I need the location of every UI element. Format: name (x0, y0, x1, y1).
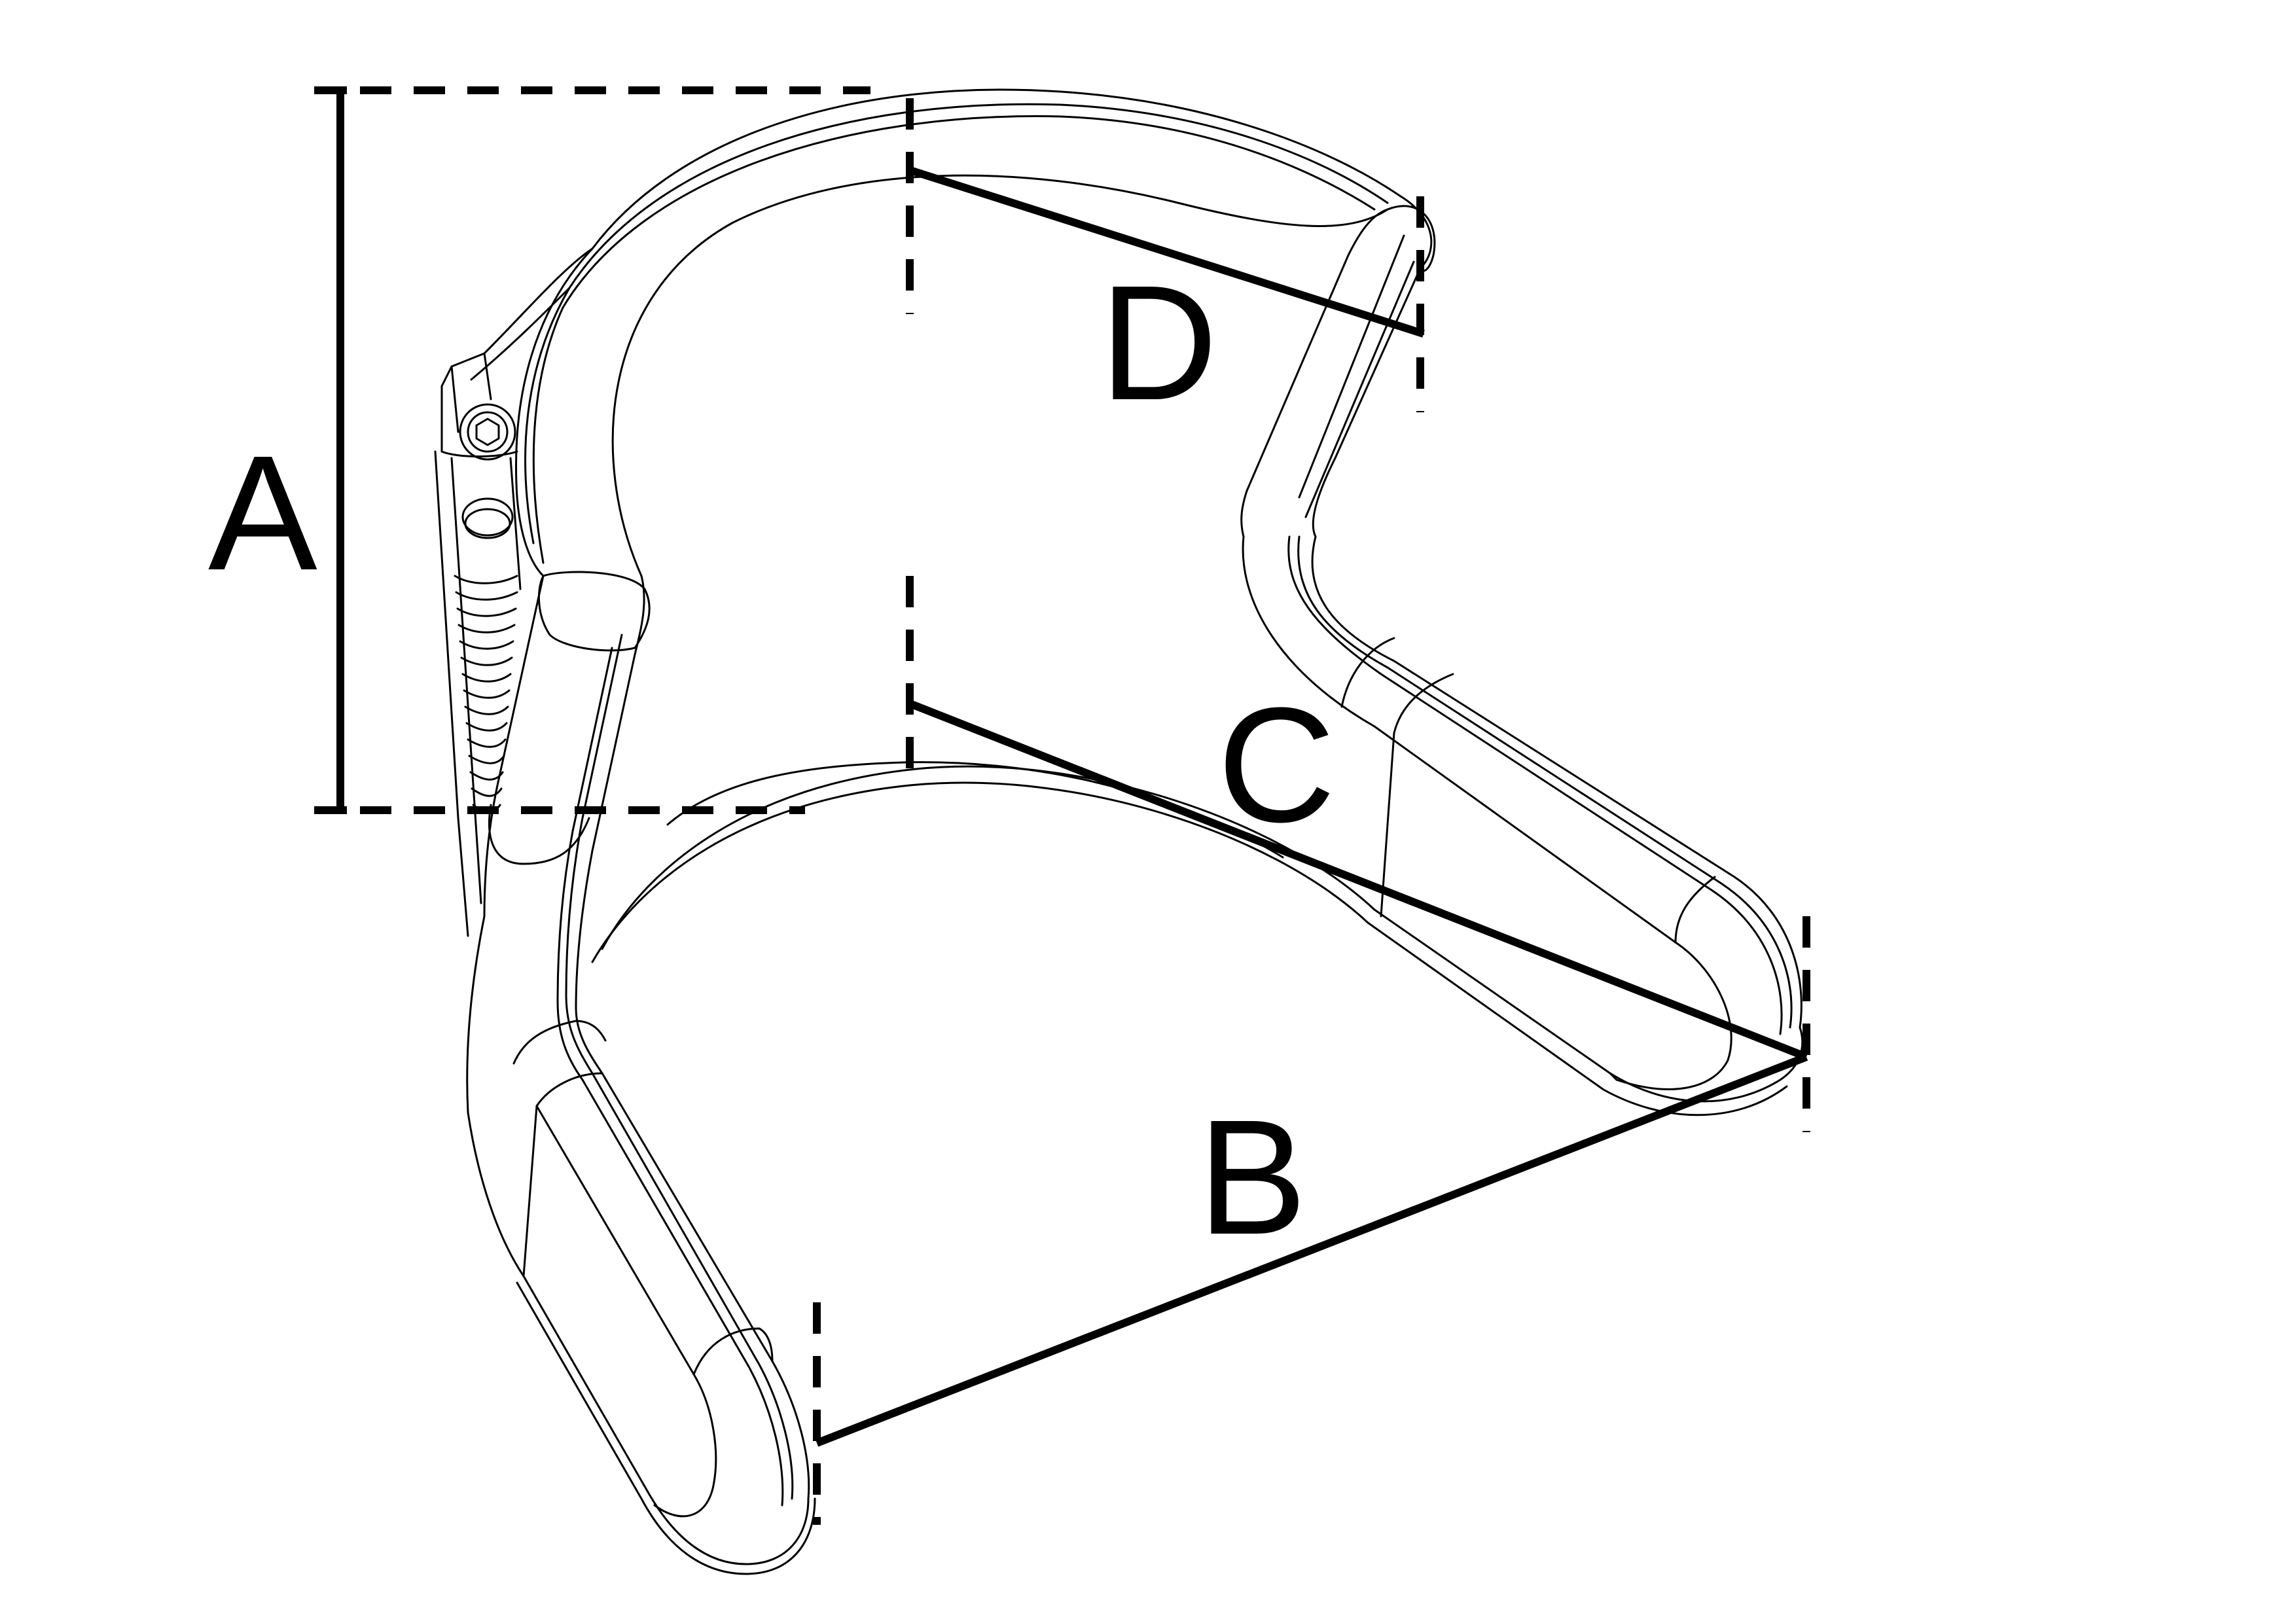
dimension-b-label: B (1198, 1086, 1307, 1268)
stem-clamp-edge (450, 352, 492, 433)
left-drop-end-cap (653, 1373, 717, 1518)
right-arm-end-seam-2 (1609, 1072, 1618, 1081)
upper-right-end-cap (1386, 205, 1436, 272)
stem-clamp-outer (440, 247, 594, 453)
left-lower-bend-inner (575, 1007, 603, 1075)
right-arm-upper-outer (1393, 660, 1803, 1029)
center-bend-outer (1242, 535, 1376, 728)
upper-right-drop-outer (1312, 267, 1422, 538)
center-bend-mid2 (1297, 535, 1389, 669)
bend-seam-1 (1340, 637, 1395, 708)
dimension-d-line (908, 166, 1425, 338)
upper-right-drop-inner (1240, 208, 1389, 538)
dimension-a-label: A (208, 421, 317, 604)
upper-arch-outer-2 (568, 103, 1389, 289)
right-arm-lower-outer (1373, 725, 1677, 944)
left-drop-mid (591, 1072, 794, 1500)
handlebar-drawing (434, 88, 1804, 1575)
left-lower-bend-mid2 (556, 1000, 584, 1081)
left-drop-back (522, 1275, 810, 1565)
lower-arch-inner (591, 781, 1369, 963)
bolt-head (459, 403, 516, 461)
right-arm-bottom-2 (1367, 921, 1788, 1116)
bend-seam-2 (1393, 673, 1454, 734)
left-tube-mid (565, 633, 623, 996)
right-arm-end-seam (1674, 876, 1716, 944)
upper-arch-left-mid (524, 287, 571, 544)
center-bend-inner (1311, 535, 1395, 662)
lower-arch-outer (601, 765, 1376, 950)
left-lower-bend-mid (565, 993, 594, 1075)
upper-arch-left-outer (514, 247, 594, 577)
right-arm-upper-mid (1386, 666, 1793, 1029)
left-drop-inner (535, 1105, 695, 1376)
upper-arch-outer (591, 88, 1433, 270)
left-drop-end-seam (692, 1327, 774, 1376)
right-arm-bottom (1373, 908, 1804, 1103)
center-bend-mid (1287, 535, 1382, 675)
dimension-d-label: D (1100, 251, 1218, 434)
stem-clamp-face-right (440, 450, 518, 457)
left-drop-outer (601, 1072, 810, 1500)
upper-arch-outer-3 (562, 115, 1376, 309)
stem-clamp-upper (470, 287, 571, 381)
dimension-d: D (906, 98, 1425, 434)
dimension-a: A (208, 86, 870, 814)
upper-right-drop-mid (1298, 234, 1405, 499)
dimension-b: B (813, 1053, 1808, 1525)
upper-right-drop-mid2 (1304, 260, 1415, 518)
left-tube-top-cap (537, 571, 651, 652)
left-lower-seam (512, 1020, 607, 1065)
bend-seam-vertical (1380, 732, 1395, 918)
upper-arch-inner (611, 174, 1389, 577)
right-arm-end-cap (1615, 941, 1732, 1090)
right-arm-upper-inner (1380, 673, 1783, 1035)
left-drop-back-2 (516, 1281, 816, 1575)
dimension-c: C (906, 576, 1810, 1132)
stem-clamp-face-right-3 (509, 457, 522, 590)
dimension-c-line (908, 700, 1808, 1061)
dimension-c-label: C (1217, 673, 1336, 856)
stem-clamp-face-right-2 (450, 457, 482, 904)
left-lower-seam-2 (535, 1072, 603, 1107)
left-tube-lower-cap (488, 804, 590, 865)
left-lower-seam-vertical (522, 1105, 538, 1277)
left-lower-bend-outer (466, 915, 525, 1277)
bolt-hole (461, 497, 514, 539)
left-tube-front (575, 575, 645, 1009)
left-drop-mid2 (581, 1079, 784, 1507)
upper-arch-left-mid2 (532, 306, 564, 564)
stem-grooves (454, 575, 518, 813)
stem-clamp-face-left (434, 450, 469, 937)
left-tube-mid2 (556, 647, 613, 1003)
dimension-b-line (815, 1053, 1808, 1447)
